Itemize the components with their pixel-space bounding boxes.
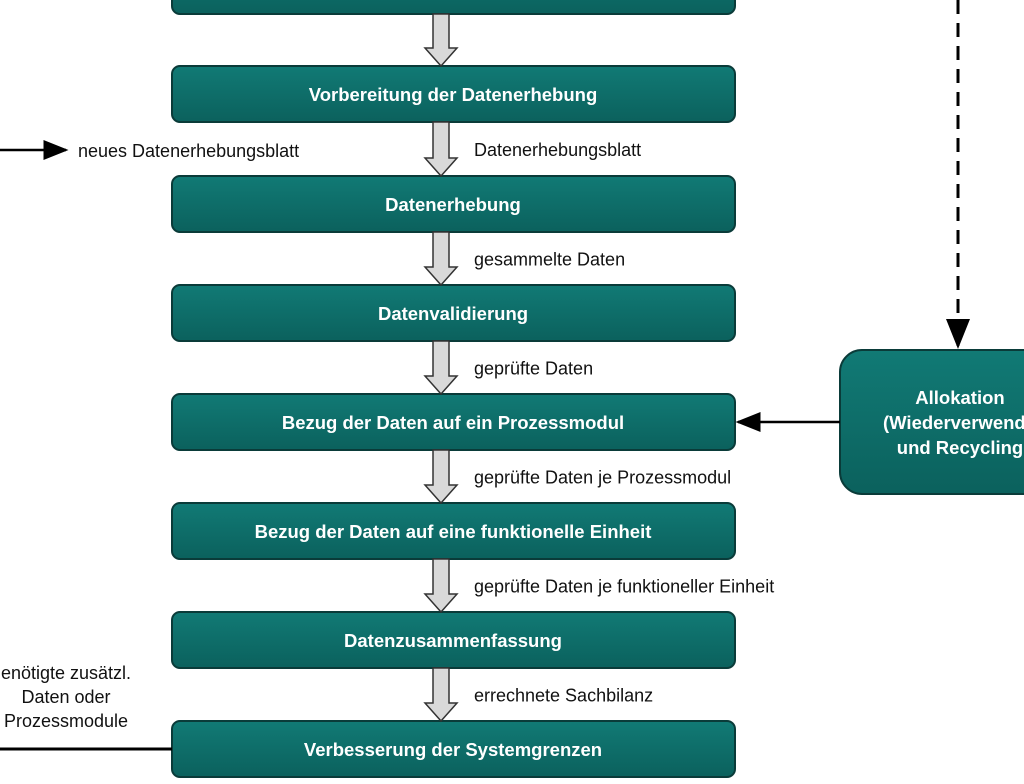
flow-arrow xyxy=(423,340,459,396)
allocation-line: und Recycling xyxy=(897,437,1023,458)
flow-arrow xyxy=(423,121,459,178)
flow-arrow xyxy=(423,449,459,505)
process-step-box xyxy=(171,502,736,560)
left-note-line: Prozessmodule xyxy=(4,711,128,731)
process-step-label: Datenvalidierung xyxy=(378,303,528,324)
flow-arrow xyxy=(423,667,459,723)
process-step-label: Datenerhebung xyxy=(385,194,521,215)
flow-label: errechnete Sachbilanz xyxy=(474,686,653,706)
left-note-line: Daten oder xyxy=(21,687,110,707)
flow-label: Datenerhebungsblatt xyxy=(474,140,641,160)
left-note-line: enötigte zusätzl. xyxy=(1,663,131,683)
allocation-line: (Wiederverwendu xyxy=(883,412,1024,433)
process-step-label: Datenzusammenfassung xyxy=(344,630,562,651)
process-step-box xyxy=(171,284,736,342)
flow-label: geprüfte Daten xyxy=(474,359,593,379)
flow-arrow xyxy=(423,231,459,287)
process-step-box xyxy=(171,0,736,15)
process-step-label: Bezug der Daten auf ein Prozessmodul xyxy=(282,412,624,433)
allocation-line: Allokation xyxy=(915,387,1004,408)
flow-arrow xyxy=(423,13,459,68)
process-step-label: Bezug der Daten auf eine funktionelle Ei… xyxy=(255,521,652,542)
flow-label: geprüfte Daten je Prozessmodul xyxy=(474,468,731,488)
flow-arrow xyxy=(423,558,459,614)
flow-label: gesammelte Daten xyxy=(474,250,625,270)
left-input-label: neues Datenerhebungsblatt xyxy=(78,141,299,161)
process-step-box xyxy=(171,175,736,233)
process-step-box xyxy=(171,65,736,123)
process-step-box xyxy=(171,611,736,669)
process-step-label: Verbesserung der Systemgrenzen xyxy=(304,739,602,760)
process-step-label: Vorbereitung der Datenerhebung xyxy=(309,84,598,105)
process-step-box xyxy=(171,393,736,451)
flow-label: geprüfte Daten je funktioneller Einheit xyxy=(474,577,774,597)
